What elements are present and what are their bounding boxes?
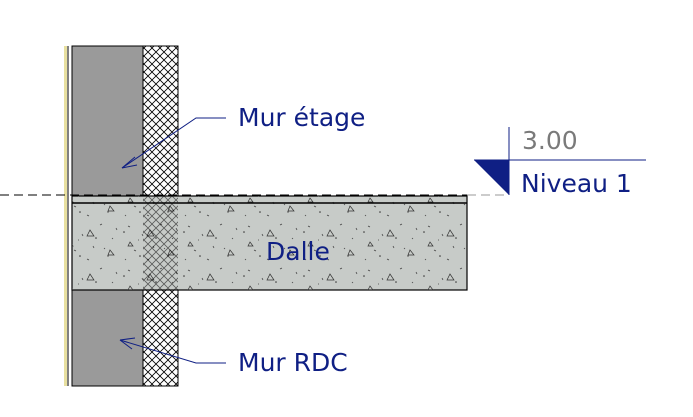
level-name: Niveau 1 <box>521 169 632 198</box>
lower-wall-leader-arrow-icon <box>119 337 136 350</box>
upper-wall-insulation <box>142 45 179 197</box>
facing-line <box>64 46 67 386</box>
level-marker-triangle <box>474 160 509 195</box>
slab-label: Dalle <box>266 237 330 266</box>
upper-wall-block <box>71 45 144 197</box>
level-elevation: 3.00 <box>522 126 578 155</box>
upper-wall-label: Mur étage <box>238 103 365 132</box>
lower-wall-insulation <box>142 289 179 387</box>
lower-wall-leader <box>119 339 226 364</box>
slab-insulation-band <box>143 196 178 290</box>
lower-wall-label: Mur RDC <box>238 348 348 377</box>
upper-wall-leader <box>121 117 226 169</box>
slab-texture <box>72 196 467 290</box>
lower-wall-block <box>71 289 144 387</box>
upper-wall-leader-arrow-icon <box>121 156 138 169</box>
